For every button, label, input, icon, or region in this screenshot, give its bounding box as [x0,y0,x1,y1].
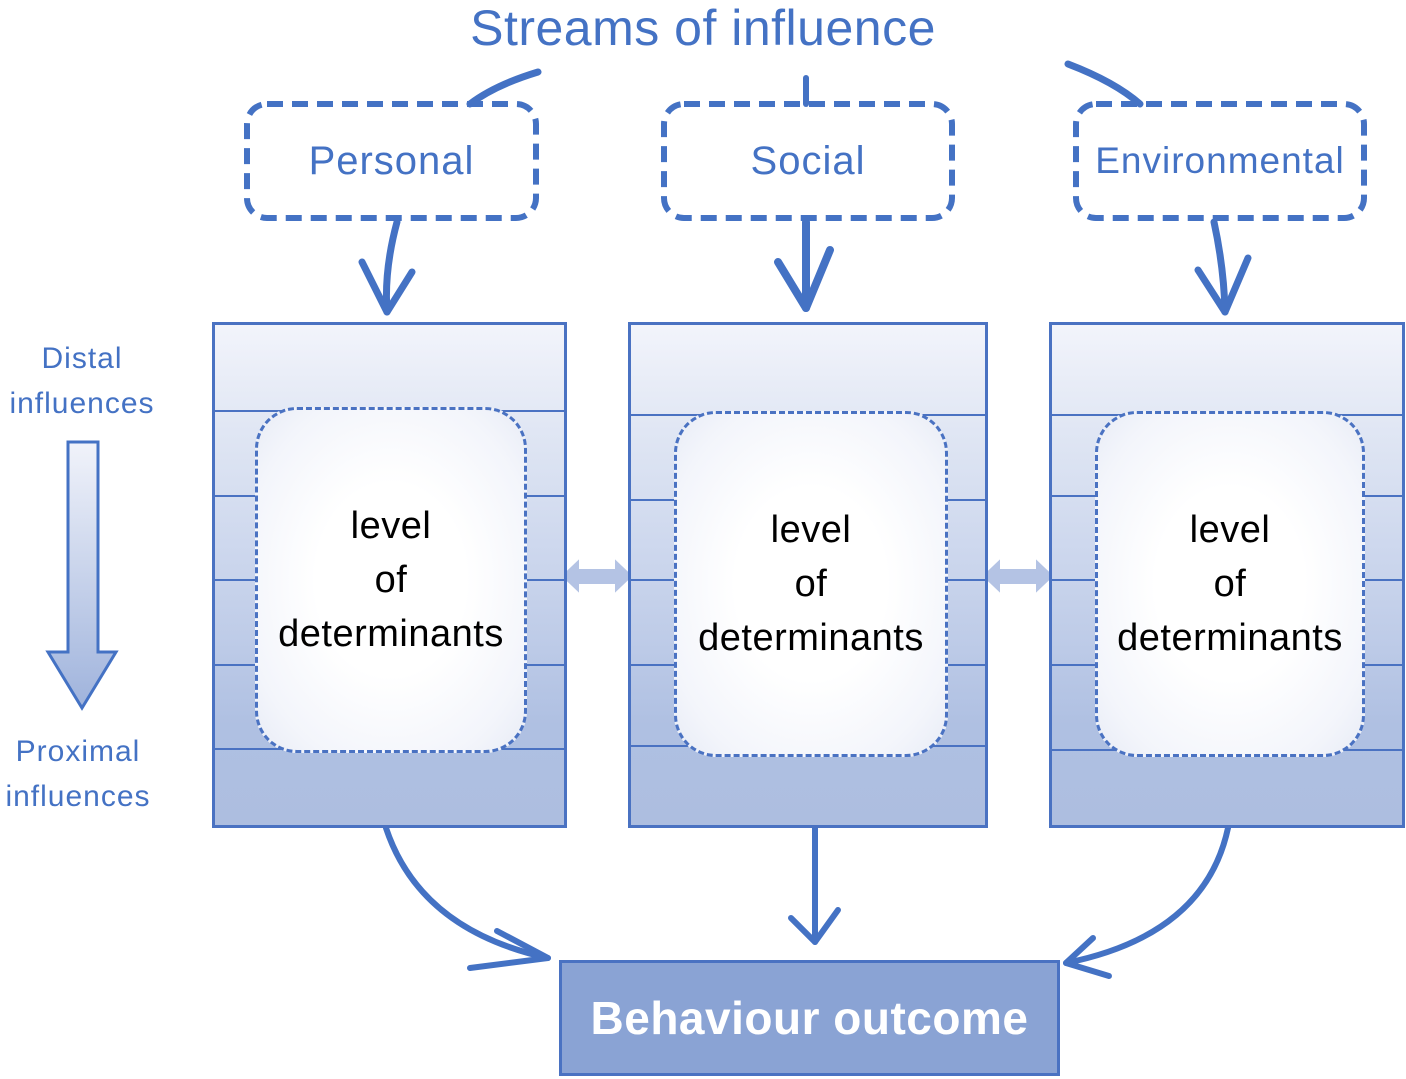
social-stream-box [661,101,955,221]
level-text: level [350,505,432,547]
personal-down-arrow [358,218,416,316]
proximal-label-line1: Proximal [15,735,141,768]
of-text: of [374,559,408,601]
personal-determinants-column: level of determinants [212,322,567,828]
environmental-stream-label: Environmental [1095,140,1345,181]
personal-stream-label: Personal [308,138,475,183]
social-to-outcome-arrow [788,825,841,945]
distal-influences-label: Distal influences [0,336,164,426]
environmental-to-outcome-arrow [1063,825,1231,979]
social-determinants-column: level of determinants [628,322,988,828]
environmental-level-of-determinants: level of determinants [1095,411,1365,757]
determinants-text: determinants [1117,617,1343,659]
of-text: of [794,563,828,605]
title-to-personal-connector [466,68,542,108]
of-text: of [1213,563,1247,605]
environmental-stream-box [1073,101,1367,221]
title-to-environmental-connector [1064,60,1144,108]
diagram-title: Streams of influence [470,0,936,56]
personal-level-of-determinants: level of determinants [255,407,527,753]
distal-to-proximal-arrow-icon [45,440,119,711]
proximal-influences-label: Proximal influences [0,729,156,819]
behaviour-outcome-box: Behaviour outcome [559,960,1060,1076]
level-text: level [1189,509,1271,551]
level-text: level [770,509,852,551]
distal-label-line2: influences [9,387,155,420]
personal-social-bidirectional-arrow [558,554,636,598]
proximal-label-line2: influences [5,780,151,813]
social-stream-label: Social [750,138,866,183]
personal-to-outcome-arrow [383,825,551,971]
behaviour-outcome-label: Behaviour outcome [590,992,1029,1044]
distal-label-line1: Distal [41,342,123,375]
determinants-text: determinants [278,613,504,655]
social-down-arrow [774,218,834,312]
social-level-of-determinants: level of determinants [674,411,948,757]
social-environmental-bidirectional-arrow [979,554,1057,598]
environmental-determinants-column: level of determinants [1049,322,1405,828]
determinants-text: determinants [698,617,924,659]
personal-stream-box [244,101,539,221]
environmental-down-arrow [1194,218,1252,316]
